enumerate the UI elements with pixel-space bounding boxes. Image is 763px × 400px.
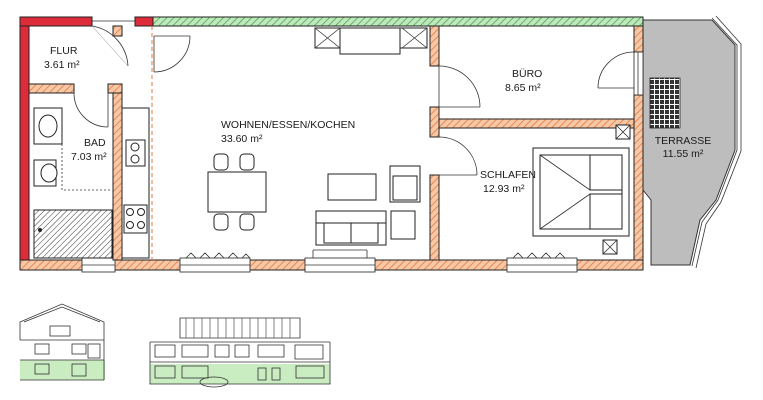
wall-buero-schlafen xyxy=(438,118,635,129)
bed xyxy=(532,124,631,255)
wall-living-buero xyxy=(429,25,440,67)
terrace-drain-grid xyxy=(649,77,681,129)
svg-text:3.61 m²: 3.61 m² xyxy=(44,59,80,71)
wall-top-green xyxy=(152,16,644,27)
wall-right-upper xyxy=(633,25,644,53)
svg-text:8.65 m²: 8.65 m² xyxy=(505,82,541,94)
wall-bad-kitchen xyxy=(112,92,123,261)
svg-text:SCHLAFEN: SCHLAFEN xyxy=(480,169,536,181)
svg-text:BÜRO: BÜRO xyxy=(512,68,542,80)
door-entrance xyxy=(91,20,135,67)
svg-text:11.55 m²: 11.55 m² xyxy=(663,148,704,160)
dining-table xyxy=(207,153,267,231)
door-schlafen xyxy=(438,136,478,176)
kitchen-counter xyxy=(121,107,150,259)
room-label-schlafen: SCHLAFEN 12.93 m² xyxy=(480,169,536,195)
svg-text:33.60 m²: 33.60 m² xyxy=(221,133,263,145)
wall-living-schlafen xyxy=(429,106,440,138)
room-label-wohnen: WOHNEN/ESSEN/KOCHEN 33.60 m² xyxy=(221,119,355,145)
bathroom-fixtures xyxy=(33,107,113,259)
svg-text:TERRASSE: TERRASSE xyxy=(655,135,712,147)
svg-text:7.03 m²: 7.03 m² xyxy=(71,151,107,163)
wall-flur-bad xyxy=(28,83,75,94)
wall-living-schlafen-lower xyxy=(429,174,440,261)
wall-left xyxy=(19,25,30,267)
svg-text:BAD: BAD xyxy=(84,137,106,149)
svg-text:12.93 m²: 12.93 m² xyxy=(483,183,525,195)
room-label-terrasse: TERRASSE 11.55 m² xyxy=(655,135,712,160)
door-buero xyxy=(438,65,481,108)
wall-flur-right xyxy=(112,25,123,37)
sofa-set xyxy=(315,165,421,246)
door-flur-living xyxy=(151,26,191,260)
room-label-bad: BAD 7.03 m² xyxy=(71,137,107,163)
door-flur-bad xyxy=(73,92,109,128)
side-elevation-drawing xyxy=(19,303,105,381)
wall-flur-bad-right xyxy=(107,83,123,94)
wall-top-corner xyxy=(134,16,154,27)
svg-text:WOHNEN/ESSEN/KOCHEN: WOHNEN/ESSEN/KOCHEN xyxy=(221,119,355,131)
door-terrace xyxy=(597,51,644,96)
room-label-flur: FLUR 3.61 m² xyxy=(44,45,80,71)
terrace-railing xyxy=(691,15,742,269)
room-label-buero: BÜRO 8.65 m² xyxy=(505,68,542,94)
wall-right-lower xyxy=(633,94,644,269)
car-sketch xyxy=(199,376,229,388)
svg-text:FLUR: FLUR xyxy=(50,45,78,57)
front-elevation-drawing xyxy=(149,317,331,388)
wall-top-flur xyxy=(19,16,93,27)
sideboard xyxy=(314,27,428,55)
